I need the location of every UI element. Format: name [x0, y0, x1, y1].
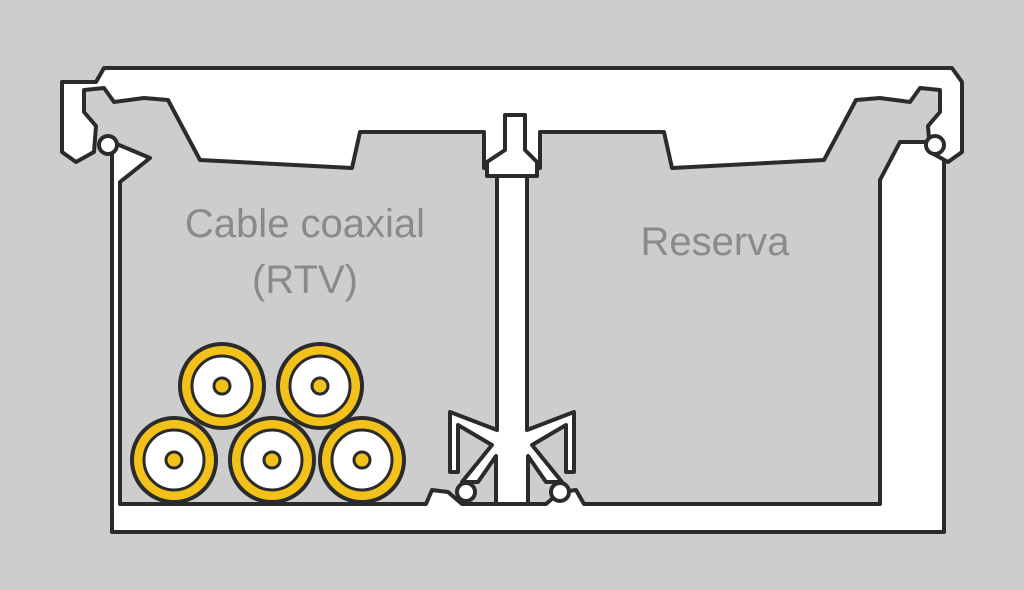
right-compartment-label: Reserva: [640, 220, 790, 264]
coaxial-cable: [276, 342, 364, 430]
divider-foot-right: [549, 481, 571, 503]
left-compartment-label: Cable coaxial: [184, 202, 426, 246]
cable-core: [352, 450, 372, 470]
coaxial-cable-bundle: [130, 342, 406, 504]
lid-center-tab: [485, 113, 539, 178]
coaxial-cable: [228, 416, 316, 504]
divider-foot-left: [455, 481, 477, 503]
cable-core: [164, 450, 184, 470]
coaxial-cable: [130, 416, 218, 504]
cable-core: [310, 376, 330, 396]
lid-hinge-right: [924, 134, 946, 156]
cable-core: [212, 376, 232, 396]
lid-hinge-left: [97, 134, 119, 156]
divider-wall: [448, 173, 576, 506]
left-compartment-sublabel: (RTV): [252, 258, 358, 302]
coaxial-cable: [178, 342, 266, 430]
coaxial-cable: [318, 416, 406, 504]
cable-core: [262, 450, 282, 470]
